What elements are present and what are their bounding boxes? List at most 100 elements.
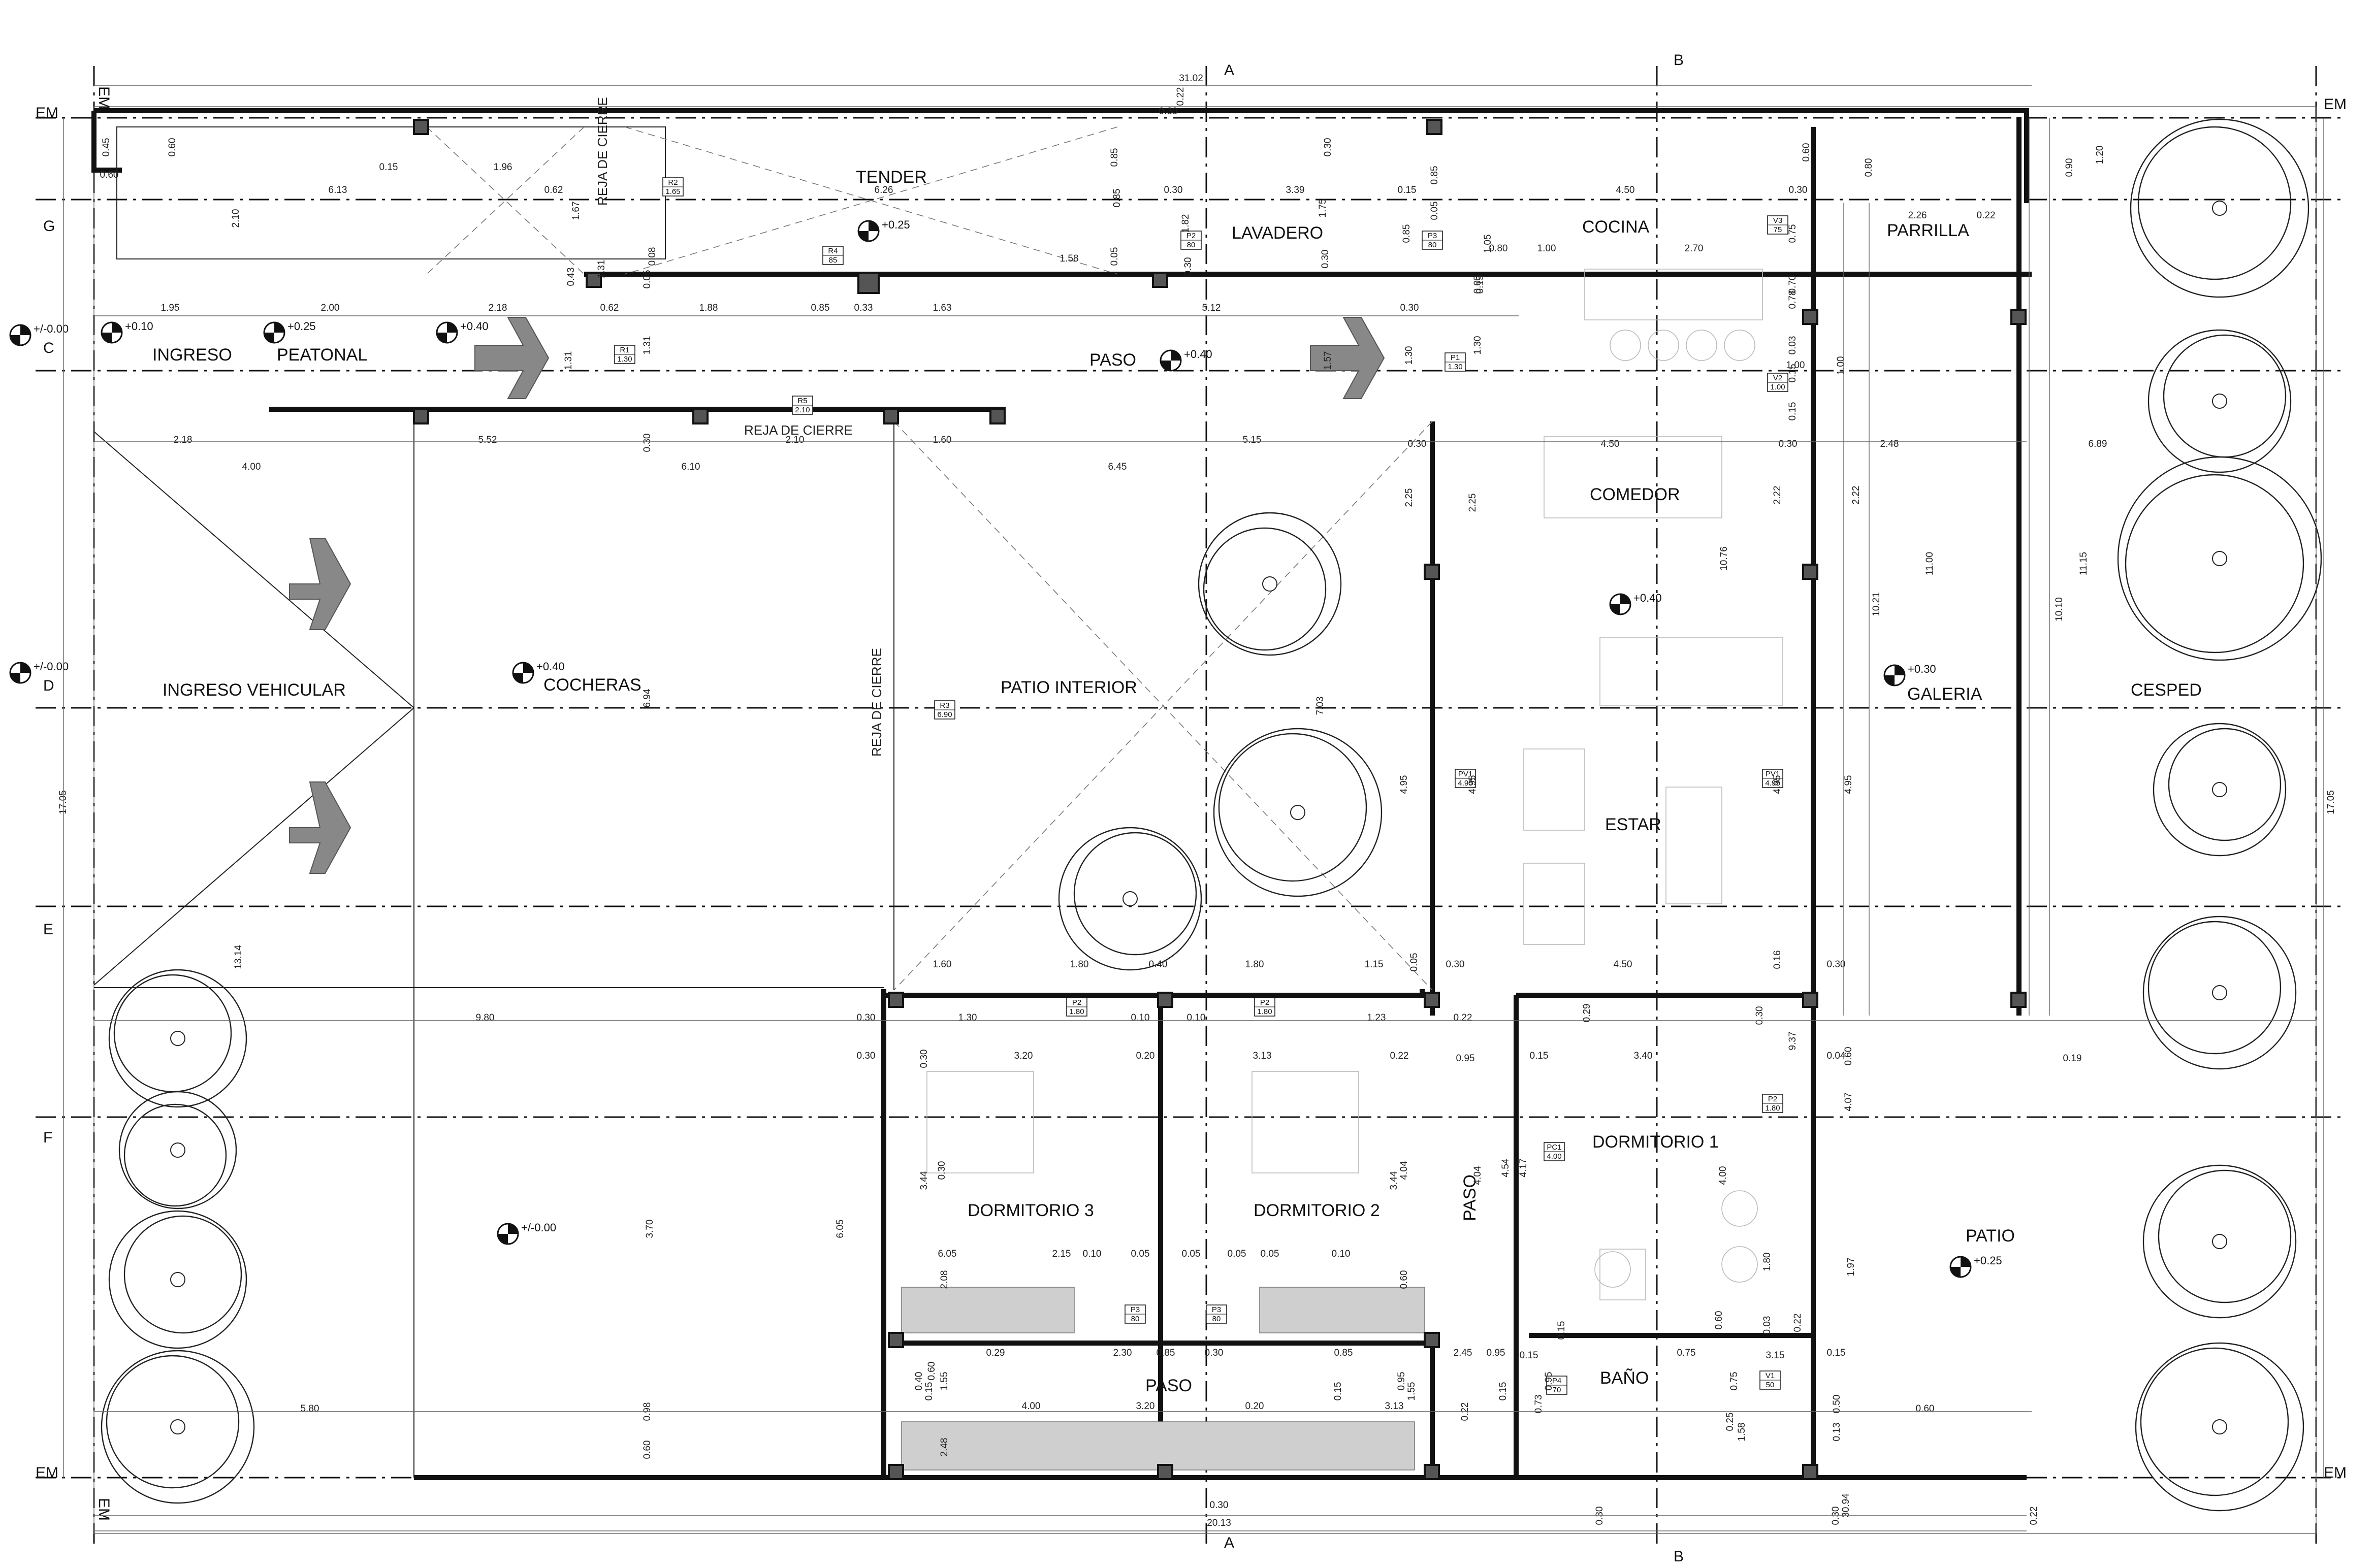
dimension-label: 0.60 — [1714, 1311, 1724, 1330]
dimension-label: 2.25 — [1467, 494, 1478, 512]
dimension-label: 5.12 — [1202, 303, 1221, 313]
dimension-label: 0.95 — [1456, 1053, 1475, 1064]
room-label: LAVADERO — [1232, 223, 1323, 243]
dimension-label: 4.04 — [1472, 1166, 1483, 1185]
dimension-label: 1.63 — [933, 303, 952, 313]
dimension-label: 0.15 — [1333, 1382, 1343, 1401]
dimension-label: 3.13 — [1385, 1401, 1404, 1412]
room-label: REJA DE CIERRE — [744, 422, 853, 438]
tag-size: 70 — [1553, 1386, 1561, 1394]
dimension-label: 1.75 — [1318, 199, 1328, 218]
dimension-label: 0.08 — [647, 247, 658, 266]
dimension-label: 0.15 — [1530, 1051, 1549, 1061]
dimension-label: 1.67 — [571, 202, 582, 220]
dimension-label: 0.03 — [1762, 1316, 1773, 1335]
dimension-label: 4.50 — [1614, 959, 1632, 970]
svg-text:EM: EM — [2324, 96, 2347, 113]
dimension-label: 0.90 — [2064, 158, 2075, 177]
arrow-icon — [474, 317, 550, 399]
tag-size: 1.80 — [1765, 1104, 1780, 1113]
level-marker: +0.25 — [857, 218, 910, 242]
dimension-label: 6.89 — [2089, 439, 2107, 449]
dimension-label: 4.95 — [1772, 775, 1783, 794]
tag-size: 6.90 — [937, 710, 952, 719]
dimension-label: 0.85 — [1334, 1348, 1353, 1358]
svg-text:A: A — [1224, 62, 1234, 79]
dimension-label: 0.95 — [1544, 1372, 1554, 1391]
dimension-label: 0.30 — [1779, 439, 1798, 449]
level-marker: +0.40 — [1609, 592, 1662, 615]
dimension-label: 0.30 — [1164, 185, 1183, 195]
opening-tag: P21.80 — [1254, 997, 1275, 1017]
dimension-label: 2.10 — [231, 209, 241, 228]
tag-code: P2 — [1260, 998, 1269, 1007]
dimension-label: 0.85 — [1429, 166, 1440, 185]
opening-tag: R36.90 — [934, 700, 955, 720]
dimension-label: 0.30 — [642, 434, 653, 452]
dimension-label: 10.10 — [2054, 597, 2065, 622]
svg-text:B: B — [1674, 52, 1684, 69]
level-marker: +/-0.00 — [9, 660, 69, 684]
dimension-label: 0.33 — [854, 303, 873, 313]
svg-text:+/-0.00: +/-0.00 — [521, 1221, 556, 1234]
dimension-label: 0.85 — [1109, 148, 1120, 167]
tag-code: PV1 — [1458, 770, 1472, 778]
dimension-label: 0.43 — [566, 268, 576, 286]
room-label: PARRILLA — [1887, 221, 1969, 240]
dimension-label: 1.20 — [2095, 146, 2105, 165]
room-label: COCHERAS — [543, 675, 641, 695]
dimension-label: 0.30 — [1789, 185, 1808, 195]
svg-text:C: C — [43, 340, 54, 356]
dimension-label: 0.15 — [924, 1382, 935, 1401]
dimension-label: 1.58 — [1737, 1423, 1747, 1442]
dimension-label: 0.30 — [1320, 250, 1331, 269]
dimension-label: 0.80 — [1489, 243, 1508, 254]
tag-code: P2 — [1072, 998, 1081, 1007]
dimension-label: 0.80 — [1864, 158, 1874, 177]
tag-size: 1.80 — [1257, 1007, 1272, 1016]
dimension-label: 11.00 — [1924, 552, 1935, 575]
dimension-label: 0.85 — [1112, 189, 1122, 208]
dimension-label: 6.13 — [329, 185, 347, 195]
dimension-label: 0.85 — [811, 303, 830, 313]
dimension-label: 2.00 — [321, 303, 340, 313]
tag-size: 80 — [1428, 241, 1437, 249]
dimension-label: 0.75 — [1677, 1348, 1696, 1358]
tag-size: 1.30 — [617, 355, 632, 364]
tag-size: 1.00 — [1770, 383, 1785, 391]
tag-size: 4.95 — [1765, 779, 1780, 788]
level-marker: +0.40 — [436, 320, 489, 344]
dimension-label: 0.05 — [1182, 1249, 1201, 1259]
dimension-label: 5.80 — [301, 1403, 319, 1414]
tag-size: 85 — [829, 256, 838, 265]
dimension-label: 0.22 — [1454, 1012, 1472, 1023]
dimension-label: 0.05 — [1409, 953, 1420, 972]
dimension-label: 3.20 — [1014, 1051, 1033, 1061]
dimension-label: 0.95 — [1396, 1372, 1407, 1391]
opening-tag: P21.80 — [1762, 1094, 1783, 1113]
dimension-label: 2.10 — [786, 435, 805, 445]
tag-code: P2 — [1768, 1095, 1777, 1103]
dimension-label: 2.48 — [1880, 439, 1899, 449]
dimension-label: 2.08 — [939, 1270, 950, 1289]
dimension-label: 4.95 — [1467, 775, 1478, 794]
room-label: PEATONAL — [277, 345, 367, 365]
dimension-label: 0.60 — [167, 138, 178, 157]
dimension-label: 0.05 — [1261, 1249, 1279, 1259]
tag-size: 80 — [1187, 241, 1196, 249]
dimension-label: 2.22 — [1772, 486, 1783, 505]
dimension-label: 2.25 — [1404, 488, 1415, 507]
interior-lines — [93, 126, 1783, 1478]
dimension-label: 0.15 — [1556, 1321, 1567, 1340]
tag-code: R4 — [828, 247, 838, 255]
dimension-label: 0.15 — [1787, 364, 1798, 383]
tag-code: V1 — [1766, 1371, 1775, 1380]
dimension-label: 0.15 — [1475, 275, 1486, 294]
room-label: DORMITORIO 1 — [1592, 1132, 1719, 1152]
dimension-label: 4.95 — [1843, 775, 1854, 794]
dimension-label: 1.15 — [1365, 959, 1384, 970]
dimension-label: 13.14 — [233, 945, 244, 969]
dimension-label: 2.48 — [939, 1438, 950, 1457]
dimension-label: 0.05 — [642, 270, 653, 289]
